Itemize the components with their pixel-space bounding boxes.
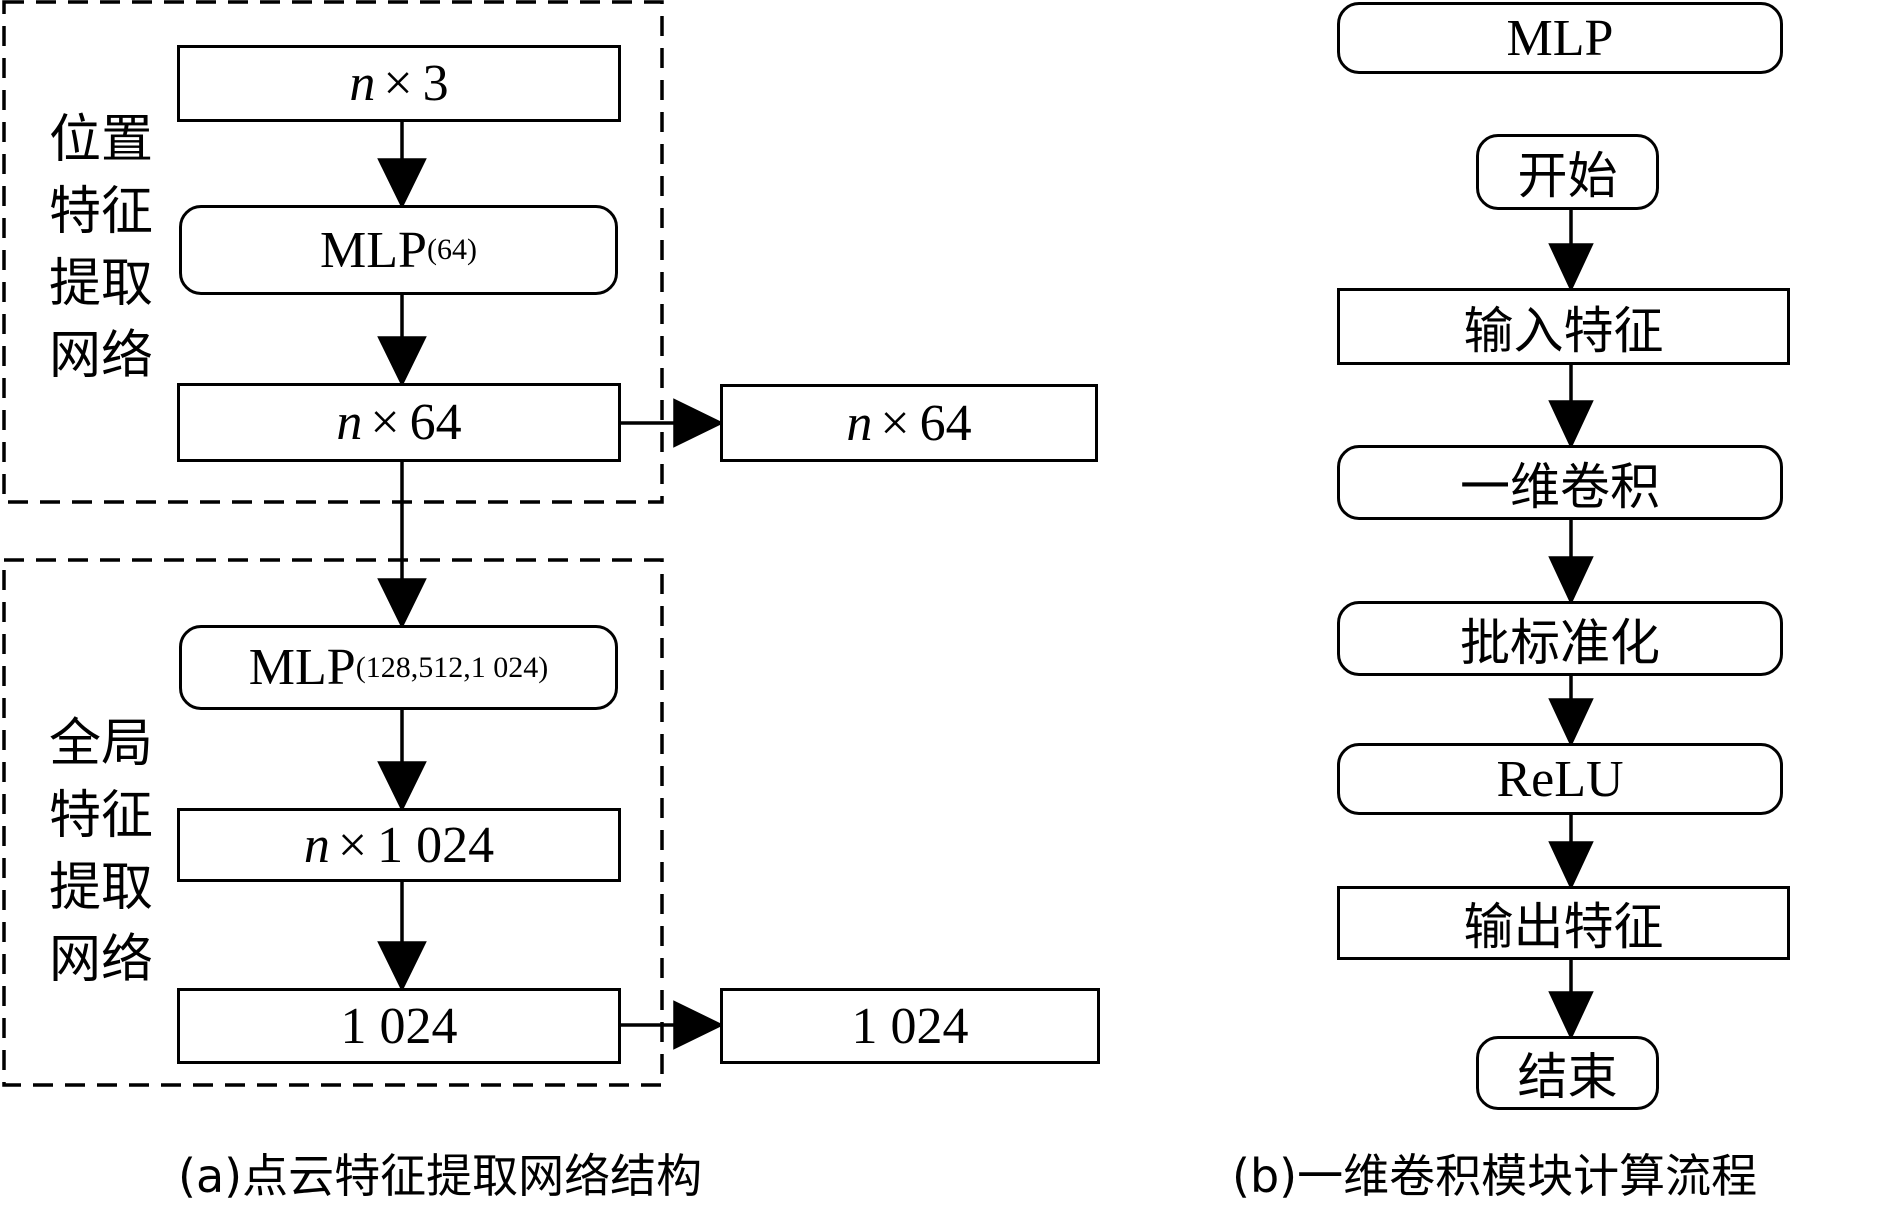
arrowhead: [1548, 841, 1594, 891]
dimension-value: 3: [422, 55, 449, 112]
dimension-value: 64: [409, 394, 462, 451]
var-n: n: [336, 394, 363, 451]
position-extraction-label: 位置特征提取网络: [48, 110, 153, 386]
arrowhead: [377, 336, 427, 387]
times-symbol: ×: [370, 394, 400, 451]
times-symbol: ×: [880, 394, 910, 452]
arrowhead: [377, 578, 427, 629]
caption-panel-a: (a)点云特征提取网络结构: [178, 1149, 703, 1203]
position-extraction-group: [2, 0, 664, 504]
dimension-value: 64: [919, 394, 972, 452]
arrowhead: [1548, 698, 1594, 748]
node-1024: 1 024: [177, 988, 621, 1064]
mlp-global-node: MLP(128,512,1 024): [179, 625, 618, 710]
mlp-layer-sizes: (64): [426, 233, 477, 266]
var-n: n: [303, 816, 330, 874]
times-symbol: ×: [337, 816, 368, 874]
arrowhead: [673, 398, 724, 448]
times-symbol: ×: [383, 55, 413, 112]
mlp-layer-sizes: (128,512,1 024): [355, 650, 549, 684]
step-end: 结束: [1476, 1036, 1659, 1110]
node-n-by-64: n×64: [177, 383, 621, 462]
arrowhead: [377, 941, 427, 992]
arrowhead: [1548, 991, 1594, 1041]
arrowhead: [1548, 400, 1594, 450]
dimension-value: 1 024: [377, 816, 495, 874]
step-relu: ReLU: [1337, 743, 1783, 815]
mlp-title-node: MLP: [1337, 2, 1783, 74]
arrowhead: [1548, 556, 1594, 606]
arrowhead: [377, 158, 427, 209]
var-n: n: [846, 394, 873, 452]
node-n-by-1024: n×1 024: [177, 808, 621, 882]
step-start: 开始: [1476, 134, 1659, 210]
output-n-by-64: n×64: [720, 384, 1098, 462]
step-output-features: 输出特征: [1337, 886, 1790, 960]
step-1d-conv: 一维卷积: [1337, 445, 1783, 520]
mlp-64-node: MLP(64): [179, 205, 618, 295]
arrowhead: [377, 761, 427, 812]
step-batch-norm: 批标准化: [1337, 601, 1783, 676]
caption-panel-b: (b)一维卷积模块计算流程: [1232, 1149, 1758, 1203]
global-extraction-label: 全局特征提取网络: [48, 714, 153, 990]
node-n-by-3: n×3: [177, 45, 621, 122]
mlp-label: MLP: [320, 221, 427, 279]
global-extraction-group: [2, 558, 664, 1087]
step-input-features: 输入特征: [1337, 288, 1790, 365]
output-1024: 1 024: [720, 988, 1100, 1064]
arrowhead: [673, 1000, 724, 1050]
mlp-label: MLP: [248, 639, 356, 696]
arrowhead: [1548, 243, 1594, 293]
var-n: n: [349, 55, 376, 112]
